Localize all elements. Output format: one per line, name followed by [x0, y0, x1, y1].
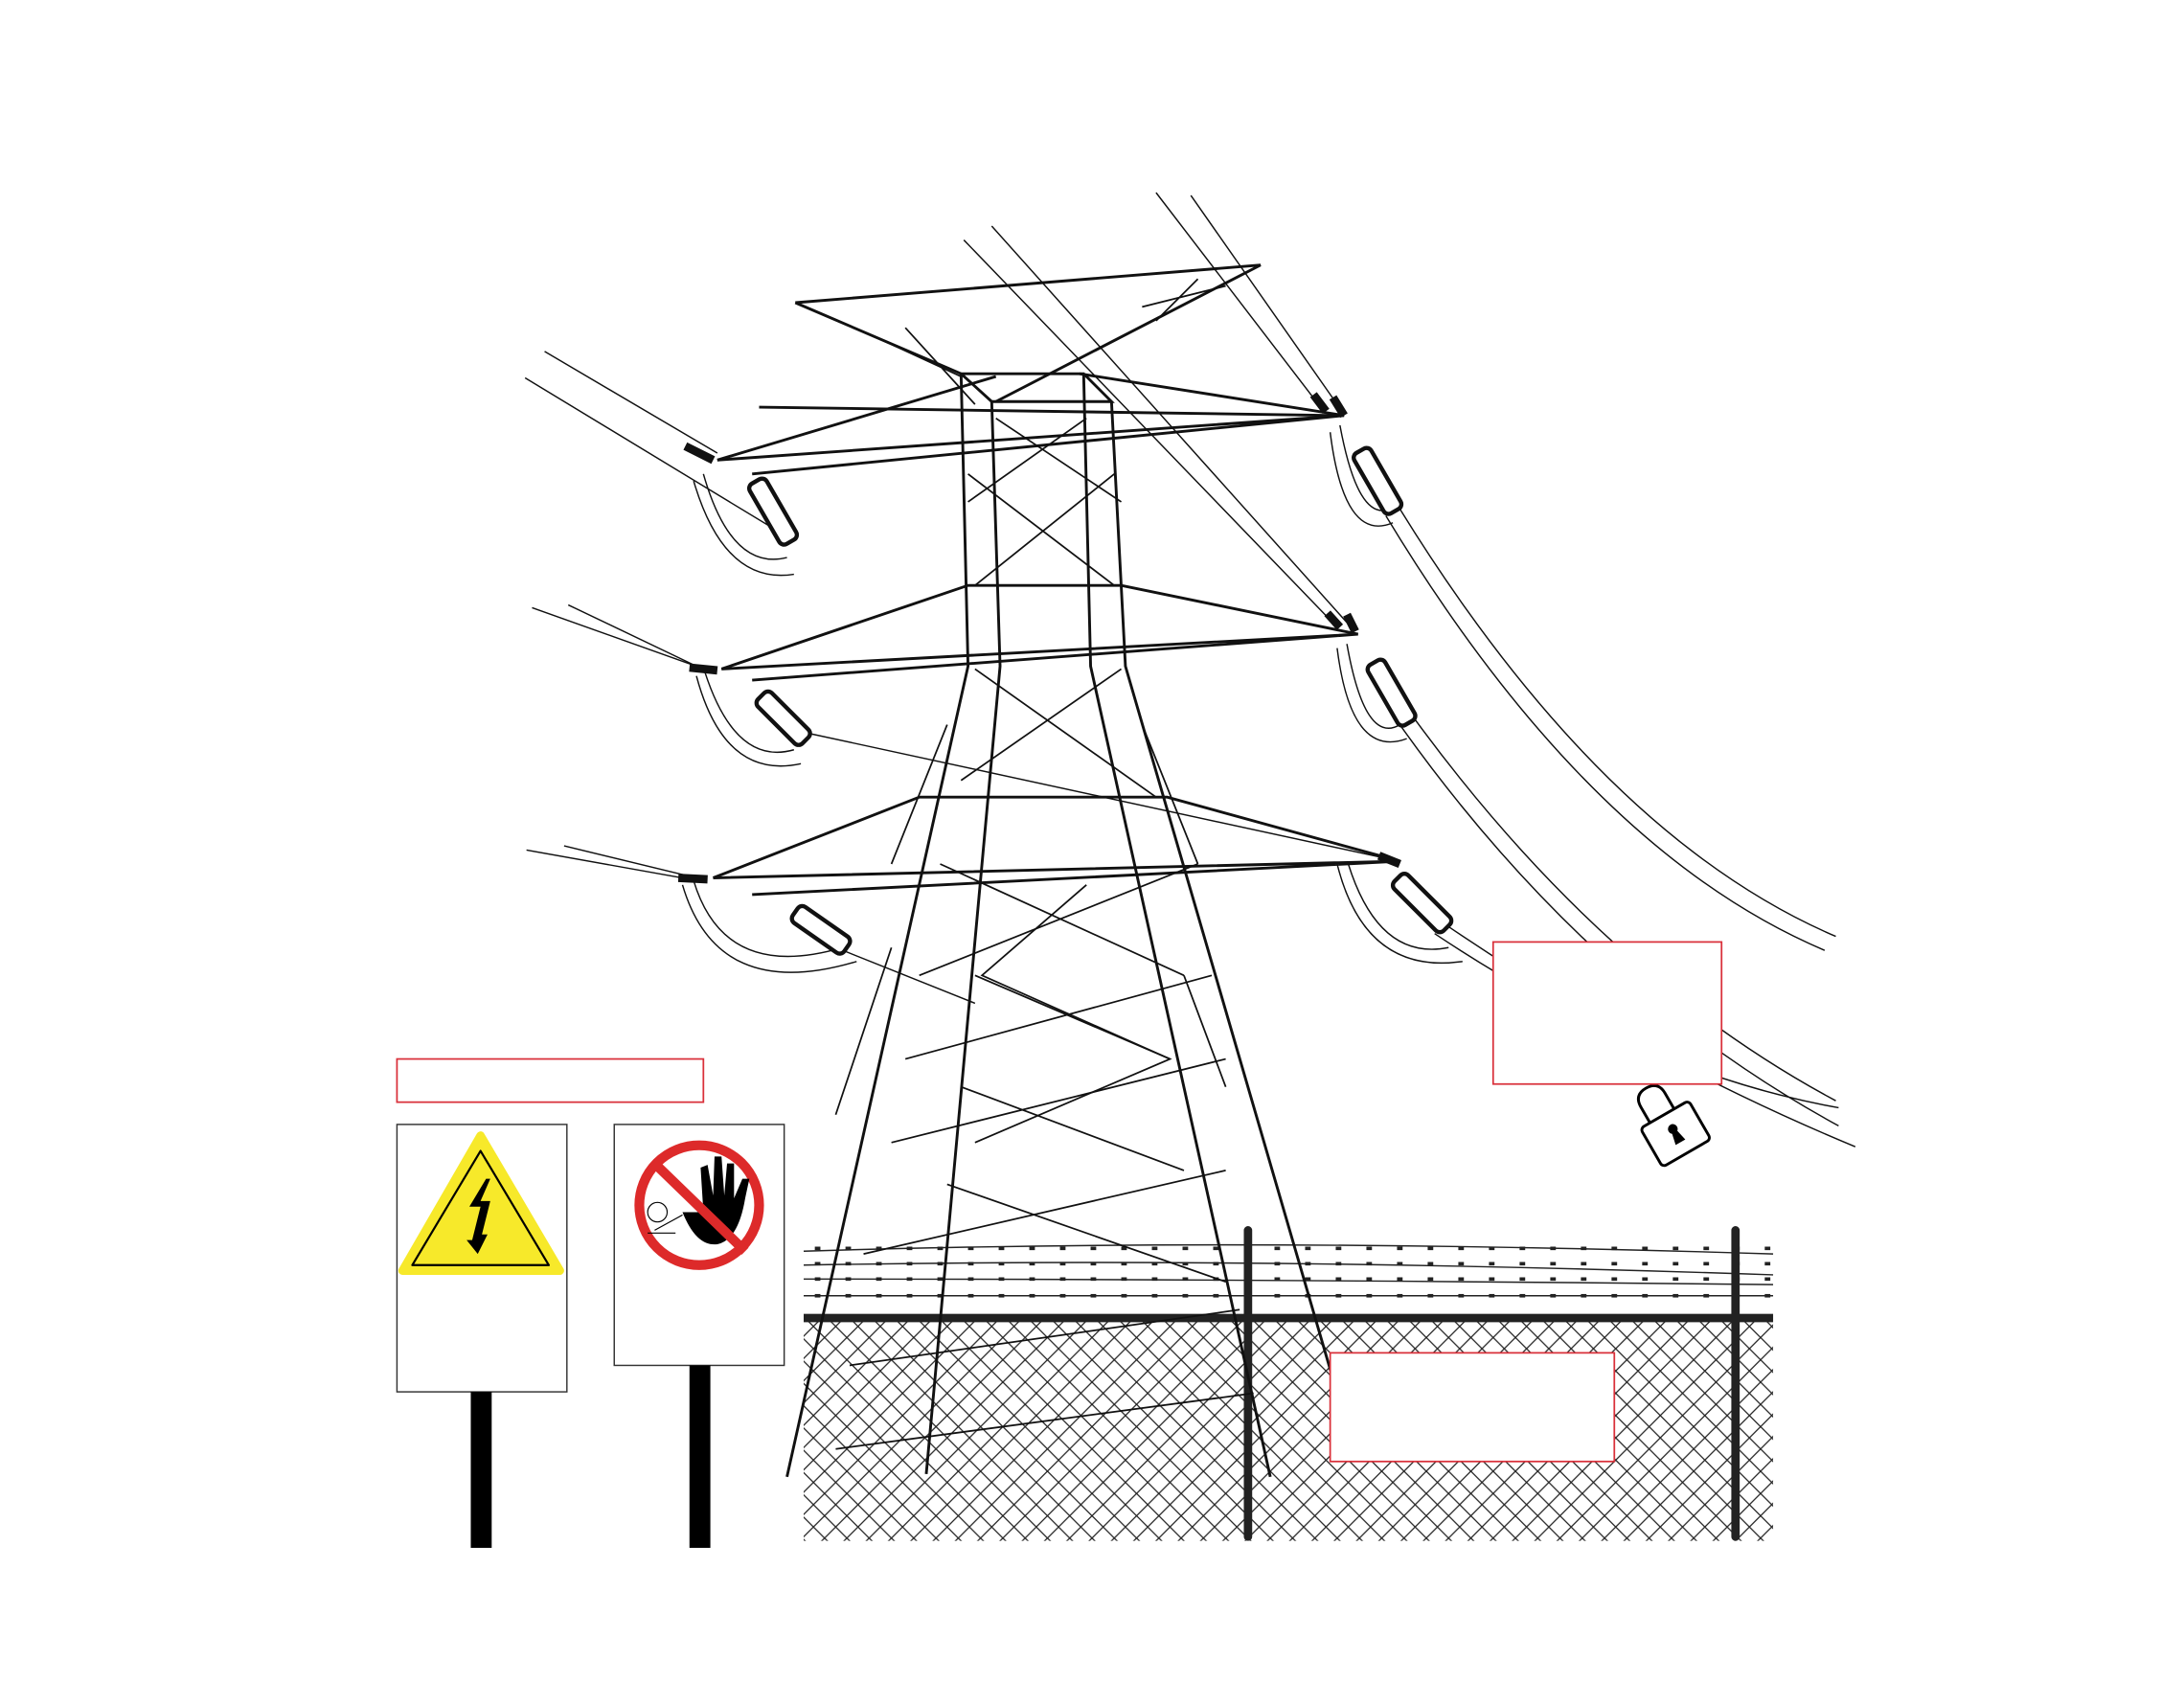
padlock-icon — [1636, 1083, 1711, 1168]
sign-post — [689, 1365, 711, 1548]
high-voltage-sign — [396, 1124, 568, 1548]
fence-top-rail — [804, 1313, 1774, 1323]
label-box-fence — [1329, 1352, 1616, 1463]
barbed-wire — [803, 1243, 1774, 1297]
barb-marks — [814, 1246, 1771, 1298]
chain-link-fence — [803, 1226, 1774, 1541]
label-box-signs — [396, 1057, 705, 1103]
fence-post — [1731, 1226, 1740, 1541]
label-box-lock — [1491, 941, 1723, 1085]
no-entry-sign — [613, 1124, 785, 1548]
transmission-tower — [677, 263, 1454, 1478]
high-voltage-warning-icon — [398, 1131, 564, 1275]
fence-post — [1243, 1226, 1253, 1541]
no-entry-hand-icon — [634, 1140, 764, 1270]
insulators — [677, 392, 1454, 956]
sign-post — [470, 1392, 492, 1548]
